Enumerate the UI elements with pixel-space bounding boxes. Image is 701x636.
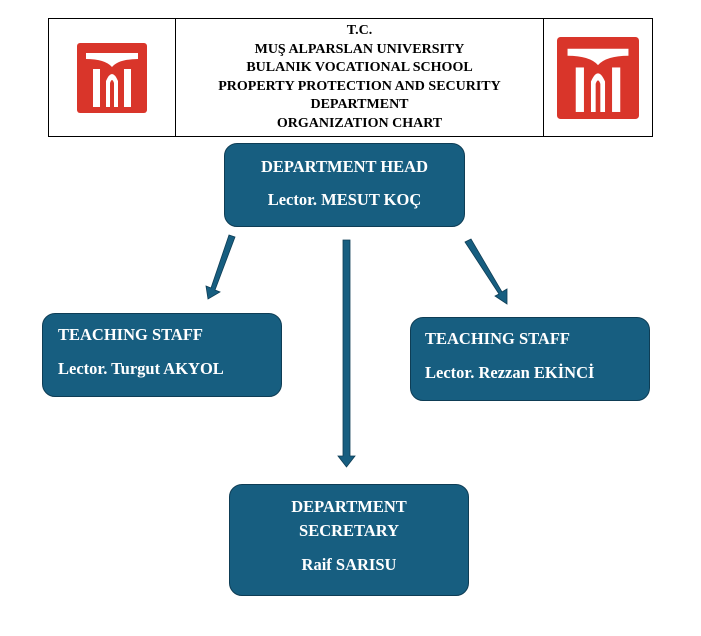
node-name: Lector. Rezzan EKİNCİ (425, 363, 595, 382)
left-logo-cell (49, 19, 176, 136)
header-line: PROPERTY PROTECTION AND SECURITY (218, 78, 501, 94)
department-head-node: DEPARTMENT HEAD Lector. MESUT KOÇ (224, 143, 465, 227)
arrow-to-secretary (337, 239, 356, 468)
header-line: ORGANIZATION CHART (276, 115, 443, 131)
node-role: SECRETARY (299, 521, 399, 540)
arrow-to-left-staff (205, 234, 236, 300)
teaching-staff-right-node: TEACHING STAFF Lector. Rezzan EKİNCİ (410, 317, 650, 401)
node-role: TEACHING STAFF (425, 329, 571, 348)
arrow-to-right-staff (464, 238, 508, 305)
header-table: T.C. MUŞ ALPARSLAN UNIVERSITY BULANIK VO… (48, 18, 653, 137)
header-line: BULANIK VOCATIONAL SCHOOL (246, 60, 473, 75)
right-logo-cell (544, 19, 652, 136)
university-logo-icon (77, 42, 147, 113)
header-line: T.C. (346, 23, 373, 38)
header-line: DEPARTMENT (310, 97, 409, 112)
university-logo-icon (557, 36, 639, 119)
node-name: Raif SARISU (301, 555, 397, 574)
teaching-staff-left-node: TEACHING STAFF Lector. Turgut AKYOL (42, 313, 282, 397)
header-line: MUŞ ALPARSLAN UNIVERSITY (254, 41, 465, 57)
node-name: Lector. MESUT KOÇ (267, 190, 422, 209)
header-title: T.C. MUŞ ALPARSLAN UNIVERSITY BULANIK VO… (176, 19, 544, 136)
department-secretary-node: DEPARTMENT SECRETARY Raif SARISU (229, 484, 469, 596)
node-role: TEACHING STAFF (58, 325, 204, 344)
node-name: Lector. Turgut AKYOL (58, 359, 224, 378)
node-role: DEPARTMENT HEAD (260, 157, 429, 176)
node-role: DEPARTMENT (291, 497, 407, 516)
